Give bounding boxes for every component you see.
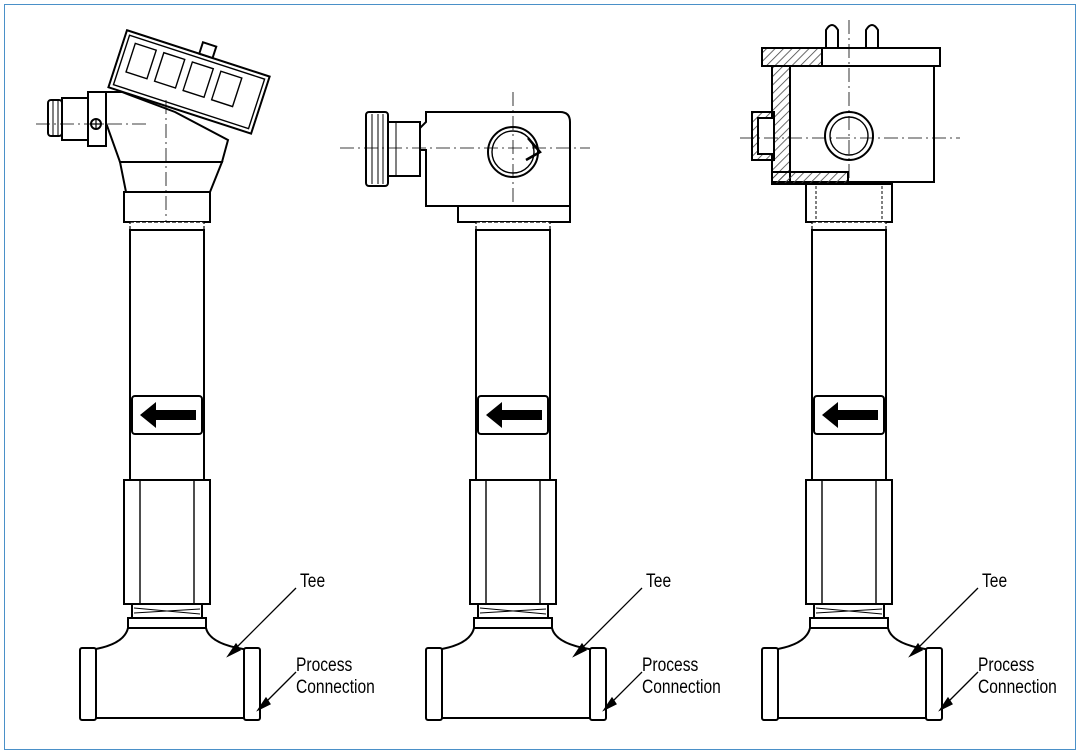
flow-direction-arrow-icon — [140, 402, 196, 428]
process-label-line2: Connection — [642, 677, 721, 698]
junction-box-view — [740, 20, 960, 721]
process-label-line2: Connection — [296, 677, 375, 698]
flow-direction-arrow-icon — [822, 402, 878, 428]
tee-label: Tee — [646, 571, 672, 592]
process-label-line2: Connection — [978, 677, 1057, 698]
leader-arrows — [226, 587, 979, 712]
flow-direction-arrow-icon — [486, 402, 542, 428]
process-label-line1: Process — [978, 655, 1035, 676]
head-style-view — [36, 28, 271, 721]
din-connector-view — [340, 92, 607, 721]
process-label-line1: Process — [642, 655, 699, 676]
tee-label: Tee — [300, 571, 326, 592]
process-label-line1: Process — [296, 655, 353, 676]
tee-label: Tee — [982, 571, 1008, 592]
housing-head — [107, 28, 271, 135]
rotation-arrow-icon — [525, 137, 542, 162]
